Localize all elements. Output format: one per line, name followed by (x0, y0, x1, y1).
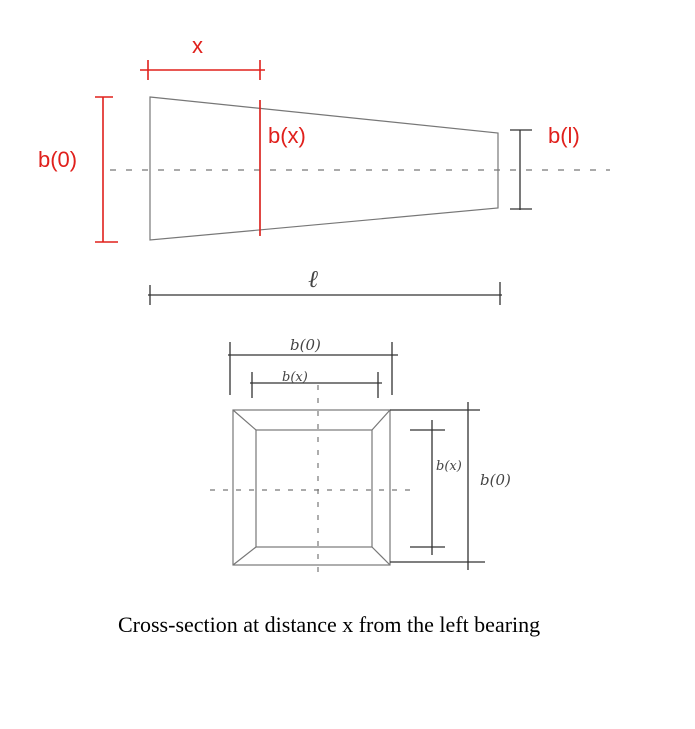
top-outer-label: b(0) (290, 336, 321, 354)
length-label: ℓ (308, 265, 318, 293)
right-outer-label: b(0) (480, 471, 511, 489)
right-inner-label: b(x) (436, 459, 462, 474)
figure-caption: Cross-section at distance x from the lef… (118, 612, 541, 637)
x-label: x (192, 33, 203, 58)
b0-label: b(0) (38, 147, 77, 172)
beam-elevation: x b(0) b(x) b(l) ℓ (38, 33, 610, 305)
beam-outline (149, 96, 499, 241)
cross-section-drawing: b(0) b(x) b(x) b(0) (210, 336, 511, 580)
top-inner-label: b(x) (282, 370, 308, 385)
bl-label: b(l) (548, 123, 580, 148)
bx-label: b(x) (268, 123, 306, 148)
